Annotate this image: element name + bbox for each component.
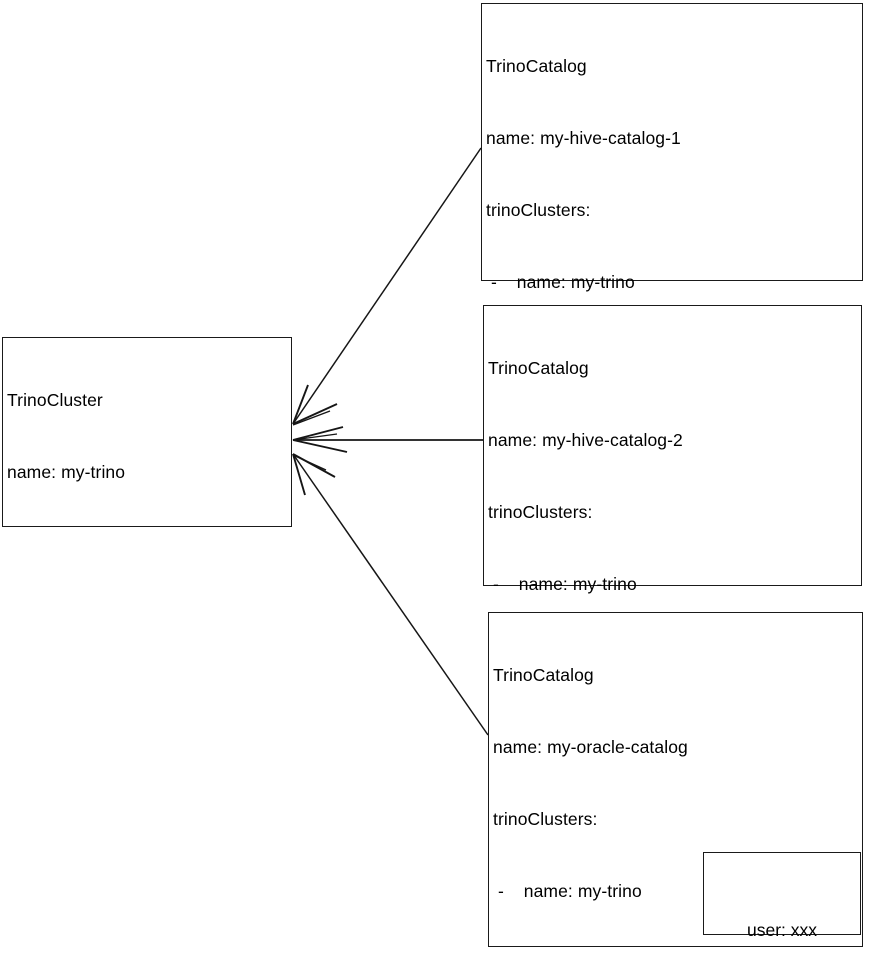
catalog-line: trinoClusters: — [493, 809, 598, 829]
catalog-line: TrinoCatalog — [488, 358, 589, 378]
trino-catalog-node-my-hive-catalog-1[interactable]: TrinoCatalog name: my-hive-catalog-1 tri… — [481, 3, 863, 652]
trino-catalog-text: TrinoCatalog name: my-oracle-catalog tri… — [493, 615, 860, 954]
catalog-line: TrinoCatalog — [486, 56, 587, 76]
catalog-line: - name: my-trino — [488, 574, 637, 594]
catalog-line: name: my-oracle-catalog — [493, 737, 688, 757]
trino-cluster-node[interactable]: TrinoCluster name: my-trino — [2, 337, 292, 527]
trino-cluster-text: TrinoCluster name: my-trino — [7, 340, 289, 532]
catalog-line: - name: my-trino — [486, 272, 635, 292]
trino-catalog-node-my-hive-catalog-2[interactable]: TrinoCatalog name: my-hive-catalog-2 tri… — [483, 305, 862, 882]
oracle-credentials-secret-node[interactable]: user: xxx password: xxx — [703, 852, 861, 940]
secret-line: user: xxx — [746, 920, 818, 940]
catalog-line: - name: my-trino — [493, 881, 642, 901]
secret-text: user: xxx password: xxx — [704, 865, 860, 954]
cluster-line: name: my-trino — [7, 462, 126, 482]
catalog-line: trinoClusters: — [486, 200, 591, 220]
cluster-line: TrinoCluster — [7, 390, 103, 410]
catalog-line: TrinoCatalog — [493, 665, 594, 685]
catalog-line: trinoClusters: — [488, 502, 593, 522]
edge-catalog-3-to-cluster — [292, 453, 489, 736]
edge-catalog-2-to-cluster — [292, 426, 483, 453]
catalog-line: name: my-hive-catalog-2 — [488, 430, 683, 450]
edge-catalog-1-to-cluster — [292, 147, 482, 426]
catalog-line: name: my-hive-catalog-1 — [486, 128, 681, 148]
